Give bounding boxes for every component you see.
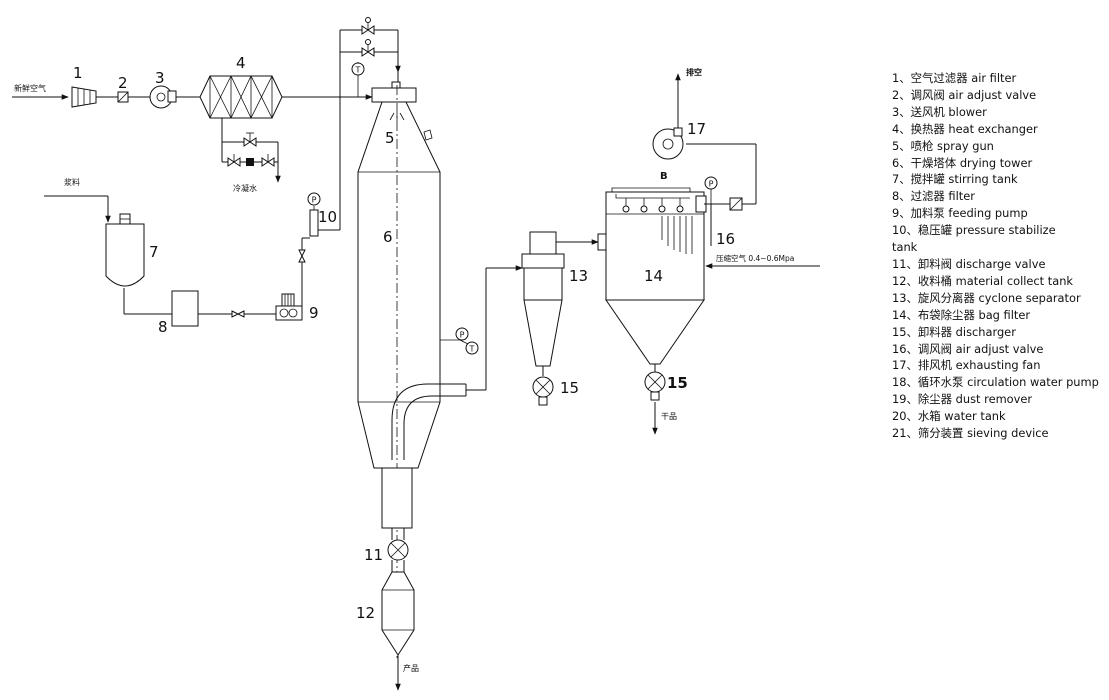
num-15-a: 15 bbox=[560, 379, 579, 397]
cooling-water-label: 冷凝水 bbox=[233, 183, 257, 193]
condensate-piping bbox=[221, 118, 281, 183]
heat-exchanger-4 bbox=[199, 75, 283, 119]
equipment-legend: 1、空气过滤器 air filter 2、调风阀 air adjust valv… bbox=[892, 70, 1099, 442]
legend-item: 10、稳压罐 pressure stabilize bbox=[892, 223, 1056, 238]
discharger-15-bag-filter bbox=[644, 371, 666, 401]
legend-item: 18、循环水泵 circulation water pump bbox=[892, 375, 1099, 390]
legend-item: 6、干燥塔体 drying tower bbox=[892, 155, 1033, 170]
temperature-gauge-top bbox=[351, 62, 365, 76]
legend-item: 9、加料泵 feeding pump bbox=[892, 206, 1028, 221]
num-8: 8 bbox=[158, 318, 168, 336]
temp-gauge-top-label: T bbox=[355, 66, 361, 75]
legend-item: 21、筛分装置 sieving device bbox=[892, 426, 1049, 441]
stirring-tank-7 bbox=[105, 213, 145, 287]
pressure-stabilize-tank-10 bbox=[309, 206, 319, 237]
product-label: 产品 bbox=[403, 663, 419, 673]
legend-item: 16、调风阀 air adjust valve bbox=[892, 341, 1044, 356]
pressure-gauge-feed bbox=[307, 192, 321, 206]
legend-item: 13、旋风分离器 cyclone separator bbox=[892, 290, 1081, 305]
legend-item: 4、换热器 heat exchanger bbox=[892, 121, 1038, 136]
num-16: 16 bbox=[716, 230, 735, 248]
num-4: 4 bbox=[236, 54, 246, 72]
temp-gauge-tower-label: T bbox=[469, 345, 475, 354]
num-2: 2 bbox=[118, 74, 128, 92]
vent-label: 排空 bbox=[686, 67, 702, 77]
num-6: 6 bbox=[383, 228, 393, 246]
legend-item: 12、收料桶 material collect tank bbox=[892, 273, 1074, 288]
discharger-15-cyclone bbox=[532, 376, 554, 406]
collect-tank-12 bbox=[381, 571, 415, 691]
temperature-gauge-tower bbox=[465, 341, 479, 355]
tower-outlet-duct bbox=[391, 383, 466, 460]
legend-item: tank bbox=[892, 240, 918, 255]
filter-8 bbox=[171, 290, 199, 327]
exhaust-damper bbox=[729, 197, 743, 211]
num-13: 13 bbox=[569, 267, 588, 285]
compressed-air-label: 压缩空气 0.4~0.6Mpa bbox=[716, 253, 794, 263]
air-adjust-valve-2 bbox=[117, 91, 129, 103]
num-15-b: 15 bbox=[667, 374, 688, 392]
bag-filter-14 bbox=[597, 187, 707, 372]
num-9: 9 bbox=[309, 304, 319, 322]
slurry-label: 浆料 bbox=[64, 177, 80, 187]
air-filter-1 bbox=[71, 86, 97, 108]
num-7: 7 bbox=[149, 243, 159, 261]
num-3: 3 bbox=[155, 69, 165, 87]
bag-filter-mark-b: B bbox=[660, 171, 668, 182]
inline-valve bbox=[231, 310, 245, 318]
num-14: 14 bbox=[644, 267, 663, 285]
legend-item: 15、卸料器 discharger bbox=[892, 324, 1016, 339]
drying-tower-6 bbox=[357, 81, 441, 660]
pressure-gauge-tower bbox=[455, 327, 469, 341]
legend-item: 17、排风机 exhausting fan bbox=[892, 358, 1041, 373]
tower-lower-outlet bbox=[381, 467, 413, 540]
legend-item: 20、水箱 water tank bbox=[892, 409, 1006, 424]
legend-item: 11、卸料阀 discharge valve bbox=[892, 256, 1046, 271]
dry-product-label: 干品 bbox=[661, 412, 677, 421]
exhausting-fan-17 bbox=[652, 127, 684, 160]
discharge-valve-11 bbox=[387, 539, 409, 572]
legend-item: 8、过滤器 filter bbox=[892, 189, 975, 204]
legend-item: 14、布袋除尘器 bag filter bbox=[892, 307, 1031, 322]
pressure-gauge-feed-label: P bbox=[312, 196, 317, 205]
legend-item: 7、搅拌罐 stirring tank bbox=[892, 172, 1018, 187]
num-1: 1 bbox=[73, 64, 83, 82]
num-17: 17 bbox=[687, 120, 706, 138]
num-12: 12 bbox=[356, 604, 375, 622]
pressure-gauge-bag-label: P bbox=[709, 180, 714, 189]
spray-gun-5 bbox=[389, 112, 405, 121]
fresh-air-label: 新鲜空气 bbox=[14, 83, 46, 93]
feeding-pump-9 bbox=[275, 293, 303, 321]
bypass-piping bbox=[339, 17, 401, 97]
legend-item: 19、除尘器 dust remover bbox=[892, 392, 1033, 407]
legend-item: 5、喷枪 spray gun bbox=[892, 138, 994, 153]
cyclone-separator-13 bbox=[521, 231, 565, 376]
pressure-gauge-tower-label: P bbox=[460, 331, 465, 340]
num-10: 10 bbox=[318, 208, 337, 226]
num-11: 11 bbox=[364, 546, 383, 564]
num-5: 5 bbox=[385, 129, 395, 147]
legend-item: 1、空气过滤器 air filter bbox=[892, 71, 1017, 85]
legend-item: 2、调风阀 air adjust valve bbox=[892, 87, 1037, 102]
blower-3 bbox=[149, 85, 177, 109]
legend-item: 3、送风机 blower bbox=[892, 104, 987, 119]
